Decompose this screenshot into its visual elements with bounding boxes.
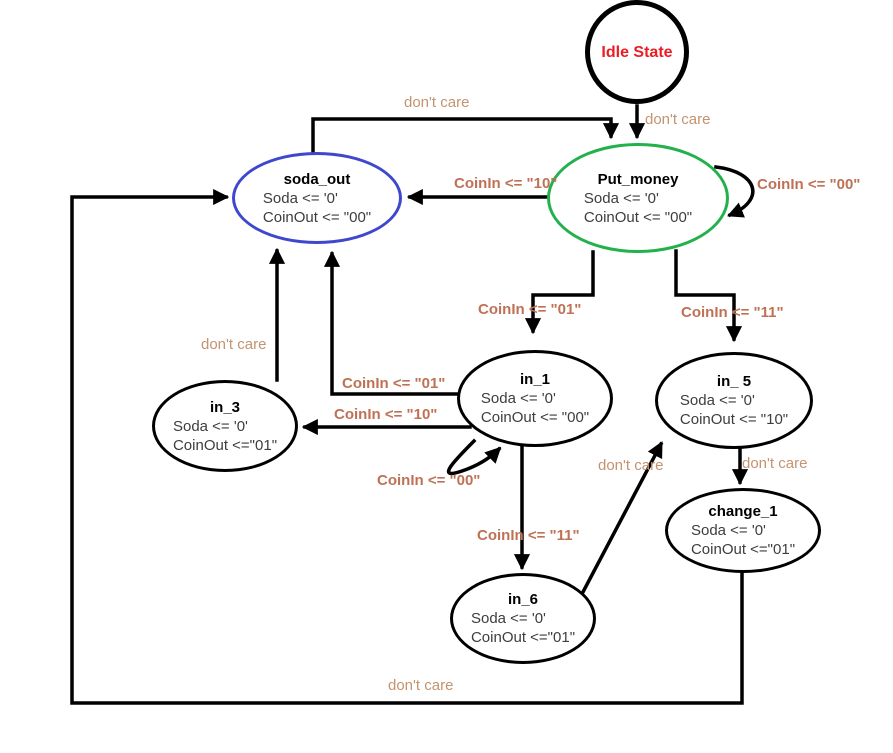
edge-in1-to-sodaout: [323, 250, 458, 396]
state-soda-out-title: soda_out: [283, 170, 351, 188]
label-in5-to-change1: don't care: [742, 455, 808, 472]
state-idle-state: Idle State: [585, 0, 689, 104]
state-soda-out-action1: Soda <= '0': [262, 189, 338, 207]
label-sodaout-to-putmoney: don't care: [404, 94, 470, 111]
state-in-6-action1: Soda <= '0': [470, 610, 546, 627]
state-in-3: in_3 Soda <= '0' CoinOut <="01": [152, 380, 298, 472]
label-in1-to-in6: CoinIn <= "11": [477, 527, 580, 544]
state-soda-out-action2: CoinOut <= "00": [262, 208, 372, 226]
state-in-6-title: in_6: [507, 591, 538, 608]
label-in1-to-sodaout: CoinIn <= "01": [342, 375, 446, 392]
state-put-money-title: Put_money: [597, 170, 679, 188]
state-in-1-action1: Soda <= '0': [480, 390, 556, 407]
edge-putmoney-self-loop: [714, 165, 755, 218]
edge-in1-self-loop: [446, 438, 502, 476]
state-in-5-action1: Soda <= '0': [679, 392, 755, 409]
state-in-5-title: in_ 5: [716, 373, 752, 390]
state-in-3-action2: CoinOut <="01": [172, 436, 278, 454]
edge-putmoney-to-in5: [674, 249, 743, 343]
state-in-1-action2: CoinOut <= "00": [480, 409, 590, 426]
state-in-1: in_1 Soda <= '0' CoinOut <= "00": [457, 350, 613, 447]
state-change-1-title: change_1: [708, 503, 778, 520]
label-putmoney-to-in1: CoinIn <= "01": [478, 301, 582, 318]
label-change1-to-sodaout: don't care: [388, 677, 454, 694]
edge-change1-to-sodaout: [70, 188, 744, 705]
edge-putmoney-to-in1: [524, 250, 595, 335]
state-put-money-action2: CoinOut <= "00": [583, 208, 693, 226]
state-change-1-action1: Soda <= '0': [690, 522, 766, 539]
label-idle-to-putmoney: don't care: [645, 111, 711, 128]
state-in-3-title: in_3: [209, 398, 240, 416]
label-in3-to-sodaout: don't care: [201, 336, 267, 353]
label-putmoney-to-in5: CoinIn <= "11": [681, 304, 784, 321]
state-in-6-action2: CoinOut <="01": [470, 629, 576, 646]
label-putmoney-to-sodaout: CoinIn <= "10": [454, 175, 558, 192]
state-in-1-title: in_1: [519, 371, 550, 388]
label-in1-to-in3: CoinIn <= "10": [334, 406, 438, 423]
state-change-1-action2: CoinOut <="01": [690, 541, 796, 558]
label-putmoney-self: CoinIn <= "00": [757, 176, 861, 193]
label-in6-to-in5: don't care: [598, 457, 664, 474]
edge-sodaout-to-putmoney: [311, 117, 620, 154]
state-put-money-action1: Soda <= '0': [583, 189, 659, 207]
label-in1-self: CoinIn <= "00": [377, 472, 481, 489]
state-in-5-action2: CoinOut <= "10": [679, 411, 789, 428]
state-in-3-action1: Soda <= '0': [172, 417, 248, 435]
edge-in6-to-in5: [580, 441, 664, 595]
state-put-money: Put_money Soda <= '0' CoinOut <= "00": [547, 143, 729, 253]
state-in-6: in_6 Soda <= '0' CoinOut <="01": [450, 573, 596, 664]
state-change-1: change_1 Soda <= '0' CoinOut <="01": [665, 488, 821, 573]
state-idle-title: Idle State: [601, 43, 673, 61]
state-soda-out: soda_out Soda <= '0' CoinOut <= "00": [232, 152, 402, 244]
state-in-5: in_ 5 Soda <= '0' CoinOut <= "10": [655, 352, 813, 449]
